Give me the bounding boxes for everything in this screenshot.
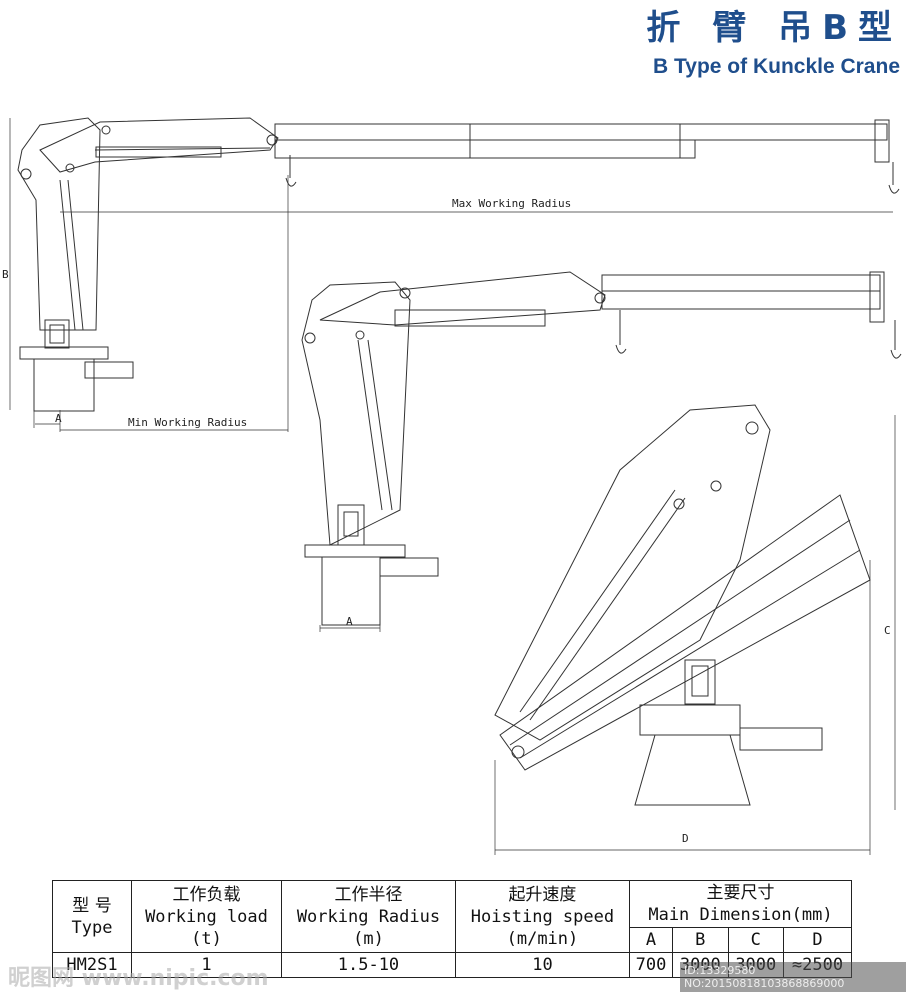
col-d-header: D bbox=[783, 927, 852, 953]
dimension-header-cn: 主要尺寸 bbox=[706, 883, 775, 903]
type-header-cn: 型 号 bbox=[72, 895, 112, 916]
row-speed: 10 bbox=[454, 952, 630, 978]
row-radius: 1.5-10 bbox=[280, 952, 456, 978]
page-title-en: B Type of Kunckle Crane bbox=[653, 55, 900, 78]
dim-c-label: C bbox=[884, 624, 891, 637]
col-a-header: A bbox=[628, 927, 674, 953]
dim-a-label-1: A bbox=[55, 412, 62, 425]
max-radius-label: Max Working Radius bbox=[452, 197, 571, 210]
spec-table: 型 号 Type 工作负载 Working load (t) 工作半径 Work… bbox=[52, 880, 853, 978]
radius-header-unit: (m) bbox=[353, 928, 384, 949]
speed-header-en: Hoisting speed bbox=[470, 906, 615, 927]
dimension-header-en: Main Dimension(mm) bbox=[648, 905, 833, 925]
type-header-en: Type bbox=[71, 917, 113, 938]
dim-b-label: B bbox=[2, 268, 9, 281]
crane-folded bbox=[301, 271, 902, 632]
col-b-header: B bbox=[672, 927, 729, 953]
watermark-logo: 昵图网 www.nipic.com bbox=[8, 966, 269, 991]
load-header: 工作负载 Working load (t) bbox=[131, 880, 282, 953]
speed-header-cn: 起升速度 bbox=[508, 884, 577, 905]
crane-drawing: Max Working Radius Min Working Radius A … bbox=[2, 117, 902, 855]
speed-header-unit: (m/min) bbox=[506, 928, 579, 949]
load-header-unit: (t) bbox=[191, 928, 222, 949]
radius-header-cn: 工作半径 bbox=[334, 884, 403, 905]
watermark-id: ID:13329580 NO:20150818103868869000 bbox=[680, 962, 906, 992]
crane-stowed bbox=[494, 404, 896, 855]
dimension-header: 主要尺寸 Main Dimension(mm) bbox=[628, 880, 853, 928]
radius-header: 工作半径 Working Radius (m) bbox=[280, 880, 456, 953]
min-radius-label: Min Working Radius bbox=[128, 416, 247, 429]
dim-d-label: D bbox=[682, 832, 689, 845]
col-c-header: C bbox=[727, 927, 785, 953]
load-header-cn: 工作负载 bbox=[172, 884, 241, 905]
radius-header-en: Working Radius bbox=[296, 906, 441, 927]
crane-extended bbox=[9, 117, 900, 432]
row-load: 1 bbox=[131, 952, 282, 978]
row-a: 700 bbox=[628, 952, 674, 978]
speed-header: 起升速度 Hoisting speed (m/min) bbox=[454, 880, 630, 953]
load-header-en: Working load bbox=[145, 906, 268, 927]
type-header: 型 号 Type bbox=[52, 880, 132, 953]
dim-a-label-2: A bbox=[346, 615, 353, 628]
row-type: HM2S1 bbox=[52, 952, 132, 978]
page-title-cn: 折 臂 吊B型 bbox=[646, 8, 902, 48]
